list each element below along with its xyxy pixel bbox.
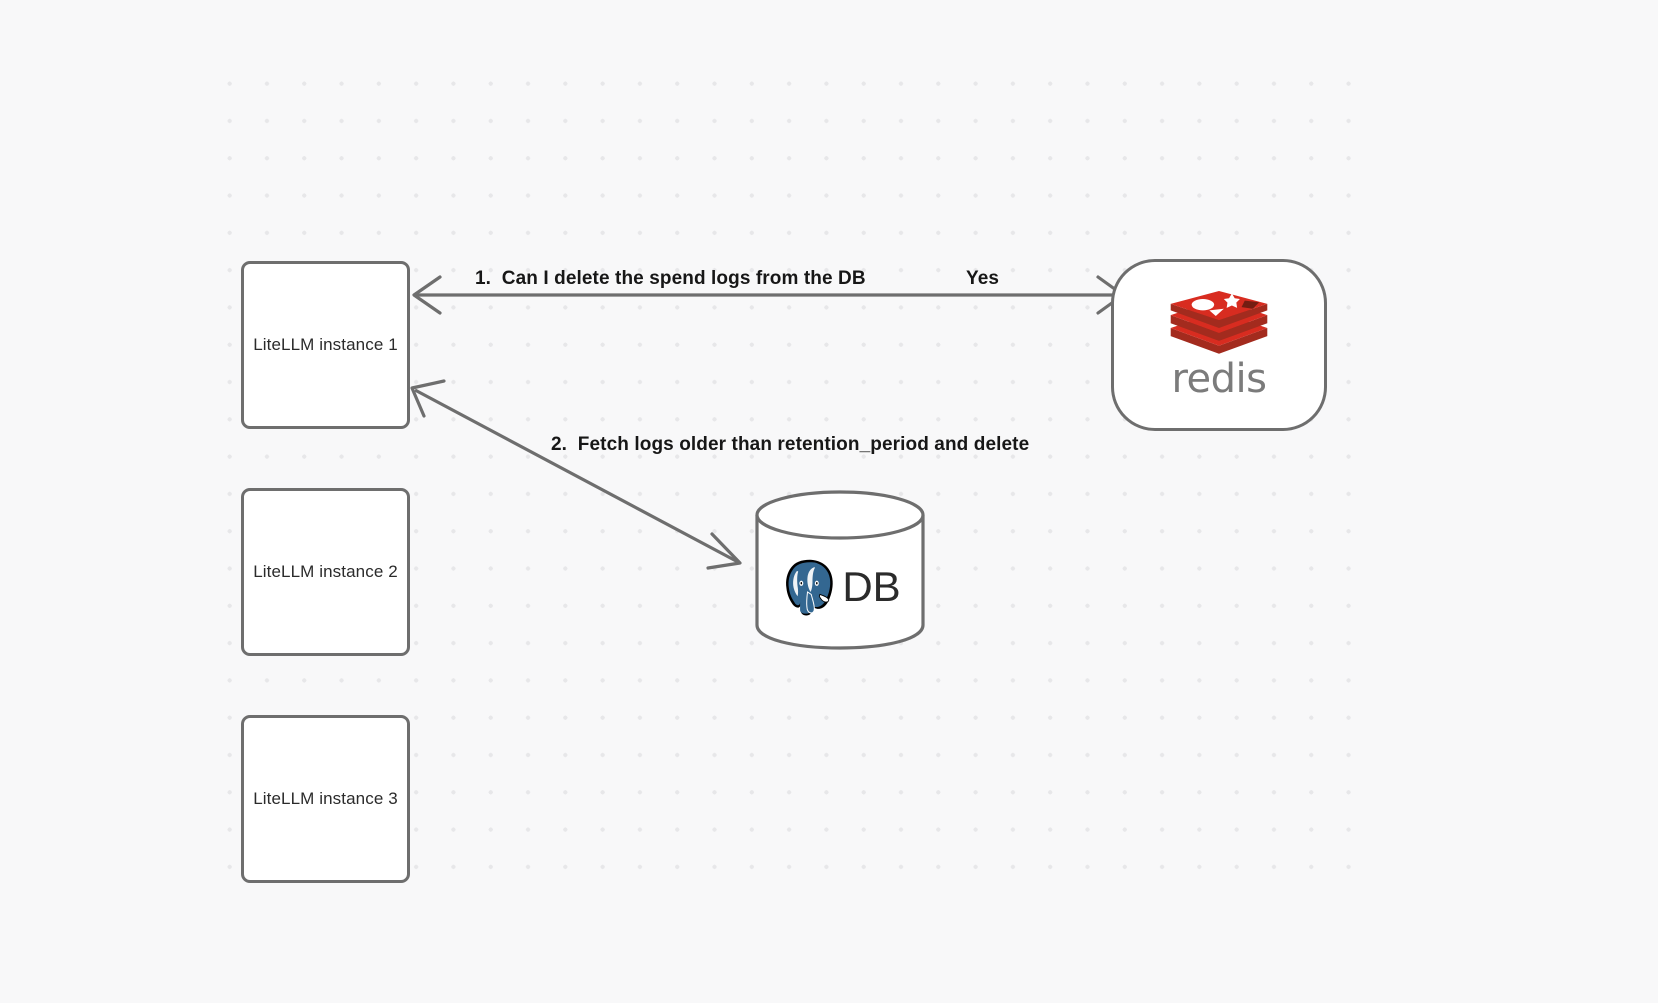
edge-label-step-2: 2. Fetch logs older than retention_perio…	[551, 434, 1030, 455]
cylinder-shape	[755, 490, 925, 650]
node-label: LiteLLM instance 2	[253, 562, 398, 581]
edge-label-step-1: 1. Can I delete the spend logs from the …	[475, 268, 866, 289]
node-database[interactable]: DB	[754, 489, 926, 651]
node-label: LiteLLM instance 1	[253, 335, 398, 354]
edge-db-instance1	[410, 379, 742, 570]
node-litellm-instance-2[interactable]: LiteLLM instance 2	[241, 488, 410, 656]
node-litellm-instance-3[interactable]: LiteLLM instance 3	[241, 715, 410, 883]
node-label: LiteLLM instance 3	[253, 789, 398, 808]
database-logo-row: DB	[754, 489, 926, 651]
redis-wordmark: redis	[1171, 356, 1267, 402]
edge-label-step-1-answer: Yes	[966, 268, 1000, 289]
redis-logo-icon	[1170, 291, 1268, 354]
postgresql-elephant-icon	[786, 559, 834, 616]
database-label: DB	[842, 563, 901, 610]
node-litellm-instance-1[interactable]: LiteLLM instance 1	[241, 261, 410, 429]
node-redis[interactable]: redis	[1111, 259, 1327, 431]
